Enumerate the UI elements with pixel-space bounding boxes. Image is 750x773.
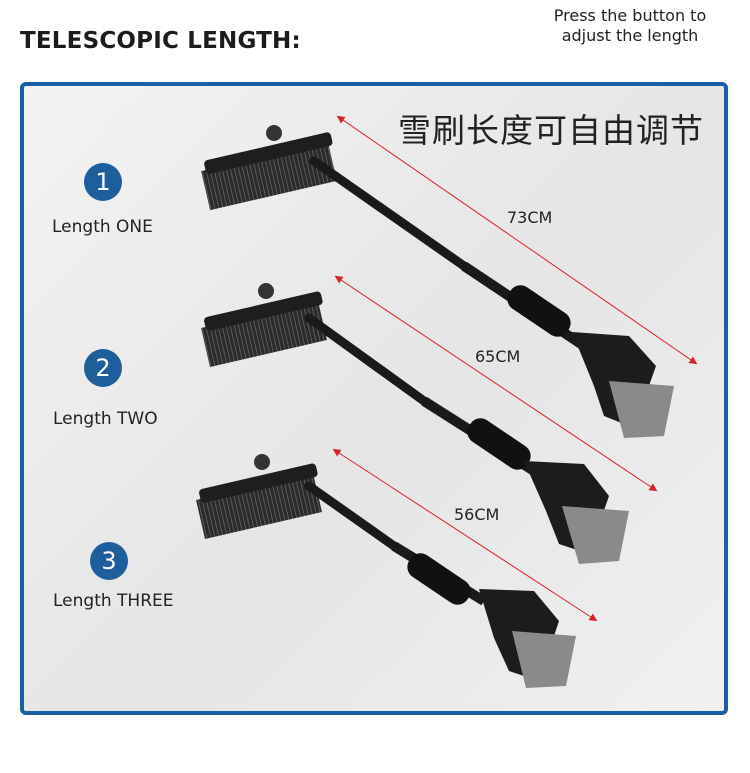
instruction-line-2: adjust the length [561,26,699,45]
measure-arrow-three [332,448,598,622]
measure-arrow-one [336,115,698,365]
instruction-line-1: Press the button to [553,6,707,25]
length-one-measurement: 73CM [507,208,553,227]
length-three-measurement: 56CM [454,505,500,524]
snow-brush-length-three [196,454,576,688]
length-one-label: Length ONE [52,217,153,237]
length-two-measurement: 65CM [475,347,521,366]
length-three-label: Length THREE [53,591,174,611]
page-title: TELESCOPIC LENGTH: [20,28,301,54]
snow-brush-length-one [201,125,674,438]
length-three-number-badge: 3 [90,542,128,580]
measure-arrow-two [334,275,658,492]
product-panel: 雪刷长度可自由调节 [20,82,728,715]
instruction-note: Press the button to adjust the length [540,6,720,46]
length-two-number-badge: 2 [84,349,122,387]
snow-brush-illustration [196,115,698,688]
length-one-number-badge: 1 [84,163,122,201]
length-two-label: Length TWO [53,409,158,429]
